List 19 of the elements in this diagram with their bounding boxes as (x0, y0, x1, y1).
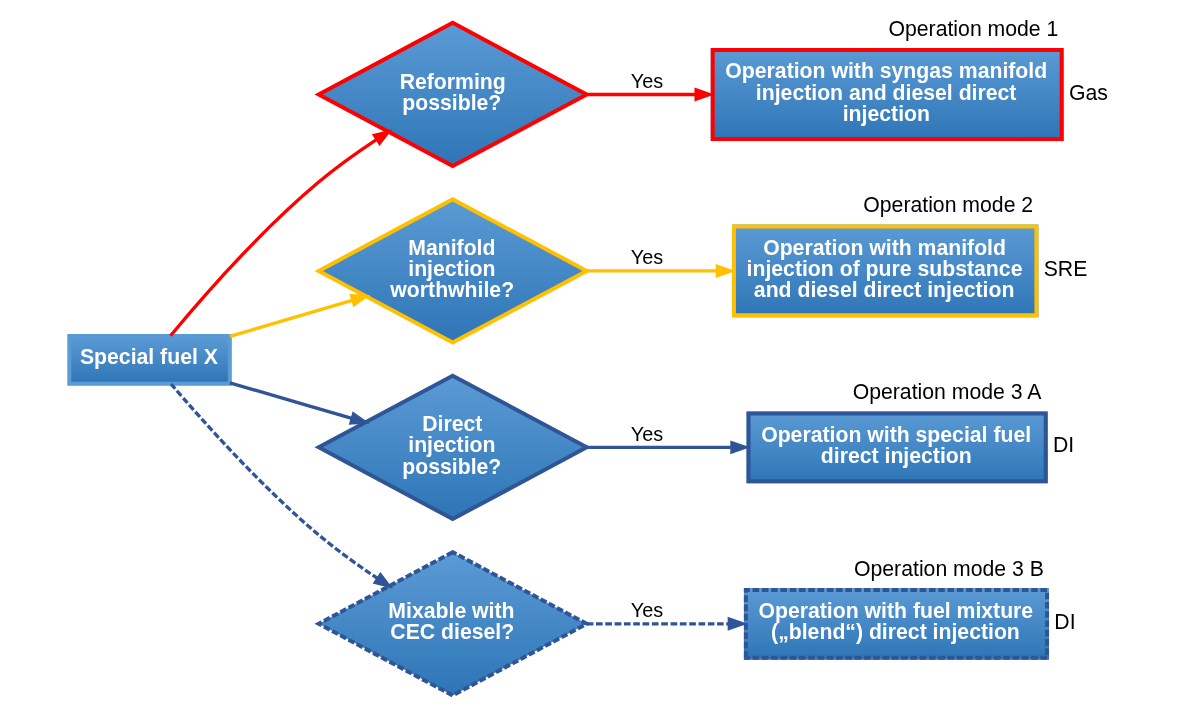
node-label: Operation mode 1 (888, 16, 1059, 40)
edge-label: Yes (630, 246, 664, 269)
arrow (169, 382, 394, 589)
arrow (169, 129, 393, 337)
node-diamond: Mixable with CEC diesel? (314, 549, 591, 698)
node-label: Gas (1068, 80, 1108, 104)
node-label: Operation mode 3 B (854, 556, 1044, 580)
node-label: DI (1054, 609, 1076, 633)
edge-label: Yes (630, 599, 664, 622)
arrow (229, 381, 370, 425)
node-label: SRE (1043, 256, 1088, 280)
node-label: Operation mode 3 A (852, 380, 1042, 404)
node-label: DI (1053, 433, 1075, 457)
edge-label: Yes (630, 69, 664, 92)
node-box: Special fuel X (67, 333, 232, 386)
arrow (229, 293, 371, 339)
edge-label: Yes (630, 422, 664, 445)
arrow (586, 616, 748, 631)
node-label: Operation mode 2 (863, 193, 1034, 217)
